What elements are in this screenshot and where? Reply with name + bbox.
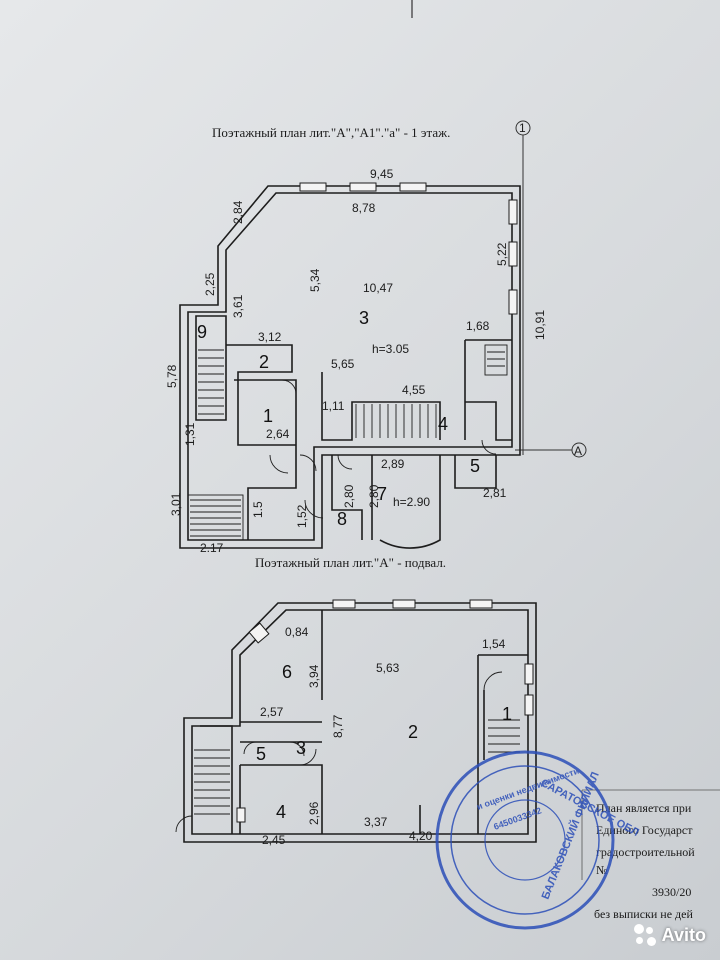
room-number: 4 — [438, 414, 448, 434]
dim-label: 10,47 — [363, 281, 393, 295]
room-number: 3 — [359, 308, 369, 328]
side-note: План является при Единого Государст град… — [581, 789, 720, 921]
dim-label: 1.5 — [251, 501, 265, 518]
ceiling-height: h=2.90 — [393, 495, 430, 509]
dim-label: 1,68 — [466, 319, 490, 333]
dim-label: 2,84 — [231, 200, 245, 224]
room-number: 8 — [337, 509, 347, 529]
room-number: 5 — [470, 456, 480, 476]
dim-label: 1,54 — [482, 637, 506, 651]
dim-label: 3,01 — [169, 492, 183, 516]
dim-label: 8,77 — [331, 714, 345, 738]
dim-label: 5,34 — [308, 268, 322, 292]
staircase-entrance — [187, 494, 244, 541]
note-line: без выписки не дей — [594, 907, 693, 921]
note-line: градостроительной — [596, 845, 695, 859]
dim-label: 10,91 — [533, 310, 547, 340]
dim-label: 5,78 — [165, 364, 179, 388]
room-number: 9 — [197, 322, 207, 342]
dim-label: 2,57 — [260, 705, 284, 719]
avito-label: Avito — [661, 924, 706, 945]
dim-label: 0,84 — [285, 625, 309, 639]
basement-title: Поэтажный план лит."А" - подвал. — [255, 555, 446, 570]
dim-label: 5,63 — [376, 661, 400, 675]
dim-label: 2,89 — [381, 457, 405, 471]
dim-label: 1,11 — [322, 399, 345, 413]
ceiling-height: h=3.05 — [372, 342, 409, 356]
dim-label: 3,61 — [231, 294, 245, 318]
avito-watermark: Avito — [633, 924, 706, 946]
dim-label: 5,65 — [331, 357, 355, 371]
room-number: 2 — [408, 722, 418, 742]
dim-label: 3,94 — [307, 664, 321, 688]
dim-label: 4,55 — [402, 383, 426, 397]
note-line: Единого Государст — [596, 823, 693, 837]
room-number: 5 — [256, 744, 266, 764]
basement-doors — [175, 671, 503, 833]
first-floor-windows — [299, 182, 518, 315]
dim-label: 9,45 — [370, 167, 394, 181]
dim-label: 2,80 — [367, 484, 381, 508]
dim-label: 8,78 — [352, 201, 376, 215]
note-line: План является при — [596, 801, 692, 815]
staircase-small — [484, 344, 508, 376]
staircase-4 — [355, 404, 437, 438]
dim-label: 3,37 — [364, 815, 388, 829]
axis-a-marker — [571, 442, 587, 458]
room-number: 4 — [276, 802, 286, 822]
dim-label: 4,20 — [409, 829, 433, 843]
official-stamp: САРАТОВСКОЕ ОБЛ БАЛАКОВСКИЙ ФИЛИАЛ и оце… — [435, 750, 641, 930]
dim-label: 2,96 — [307, 801, 321, 825]
dim-label: 5,22 — [495, 242, 509, 266]
note-line: 3930/20 — [652, 885, 691, 899]
room-number: 6 — [282, 662, 292, 682]
dim-label: 2,64 — [266, 427, 290, 441]
staircase-9 — [198, 349, 224, 415]
dim-label: 2,45 — [262, 833, 286, 847]
dim-label: 2,80 — [342, 484, 356, 508]
room-number: 1 — [263, 406, 273, 426]
first-floor-walls — [179, 185, 521, 549]
room-number: 2 — [259, 352, 269, 372]
basement-windows — [236, 599, 534, 823]
dim-label: 2,81 — [483, 486, 507, 500]
dim-label: 1,31 — [183, 422, 197, 446]
first-floor-title: Поэтажный план лит."А","А1"."а" - 1 этаж… — [212, 125, 450, 140]
dim-label: 1,52 — [295, 504, 309, 528]
axis-1-label: 1 — [519, 121, 526, 135]
room-number: 3 — [296, 738, 306, 758]
basement-walls — [183, 602, 537, 843]
dim-label: 2.17 — [200, 541, 224, 555]
axis-a-label: А — [574, 444, 582, 458]
note-line: № — [596, 863, 607, 877]
first-floor-doors — [269, 379, 497, 519]
dim-label: 2,25 — [203, 272, 217, 296]
room-number: 1 — [502, 704, 512, 724]
dim-label: 3,12 — [258, 330, 282, 344]
room-number: 7 — [377, 484, 387, 504]
avito-logo-icon — [633, 924, 656, 946]
basement-stairs — [194, 719, 520, 815]
